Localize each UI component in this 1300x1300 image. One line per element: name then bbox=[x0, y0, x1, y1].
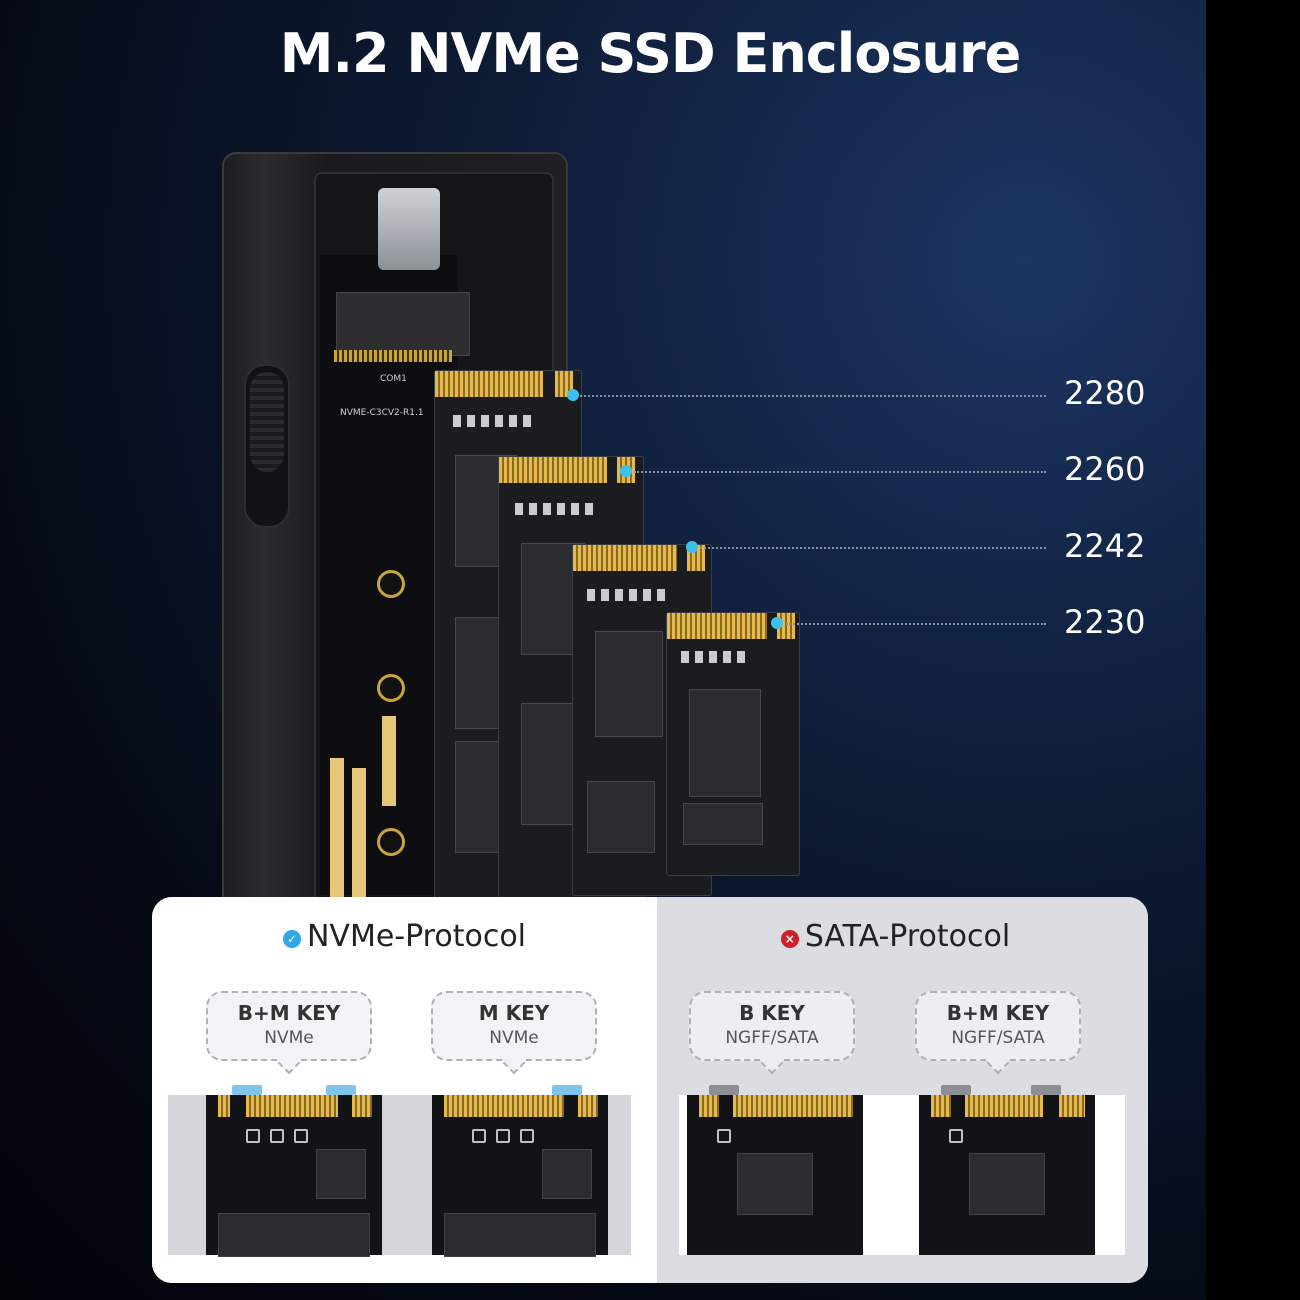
ssd-components bbox=[453, 415, 535, 427]
ssd-bm-key-sata bbox=[919, 1085, 1095, 1255]
sata-section: ×SATA-Protocol B KEY NGFF/SATA B+M KEY N… bbox=[657, 897, 1148, 1283]
screw-hole bbox=[377, 828, 405, 856]
ssd-chip bbox=[689, 689, 761, 797]
ssd-image-strip bbox=[168, 1085, 631, 1257]
latch-slider bbox=[244, 364, 290, 528]
ssd-chip bbox=[683, 803, 763, 845]
size-guide-line bbox=[786, 623, 1046, 625]
ssd-bm-key-nvme bbox=[206, 1085, 382, 1257]
latch-knob bbox=[250, 372, 284, 472]
size-label-2242: 2242 bbox=[1064, 527, 1146, 565]
size-label-2280: 2280 bbox=[1064, 374, 1146, 412]
key-protocol: NVMe bbox=[489, 1028, 539, 1048]
key-type: B+M KEY bbox=[237, 1001, 341, 1025]
size-marker-dot bbox=[771, 617, 783, 629]
key-protocol: NGFF/SATA bbox=[951, 1028, 1045, 1048]
key-bubble: B KEY NGFF/SATA bbox=[689, 991, 855, 1075]
board-label-model: NVME-C3CV2-R1.1 bbox=[340, 408, 424, 418]
usb-c-port bbox=[378, 188, 440, 270]
sata-protocol-title: ×SATA-Protocol bbox=[643, 919, 1148, 954]
key-type: B KEY bbox=[739, 1001, 805, 1025]
ssd-gold-contacts bbox=[499, 457, 607, 483]
size-marker-dot bbox=[620, 465, 632, 477]
thermal-strip bbox=[330, 758, 344, 898]
ssd-b-key-sata bbox=[687, 1085, 863, 1255]
ssd-2230 bbox=[666, 612, 800, 876]
size-marker-dot bbox=[686, 541, 698, 553]
thermal-strip bbox=[382, 716, 396, 806]
nvme-protocol-title: ✓NVMe-Protocol bbox=[152, 919, 657, 954]
m2-slot bbox=[336, 292, 470, 356]
check-circle-icon: ✓ bbox=[282, 930, 301, 948]
key-bubble: B+M KEY NGFF/SATA bbox=[915, 991, 1081, 1075]
ssd-m-key-nvme bbox=[432, 1085, 608, 1257]
page-title: M.2 NVMe SSD Enclosure bbox=[279, 22, 1022, 85]
ssd-gold-contacts bbox=[435, 371, 543, 397]
thermal-strip bbox=[352, 768, 366, 898]
size-guide-line bbox=[580, 395, 1046, 397]
key-protocol: NVMe bbox=[264, 1028, 314, 1048]
ssd-gold-contacts bbox=[573, 545, 677, 571]
screw-hole bbox=[377, 570, 405, 598]
x-circle-icon: × bbox=[780, 930, 799, 948]
ssd-components bbox=[515, 503, 597, 515]
ssd-gold-contacts bbox=[667, 613, 767, 639]
ssd-components bbox=[587, 589, 667, 601]
board-label-connector: COM1 bbox=[380, 374, 407, 384]
screw-hole bbox=[377, 674, 405, 702]
ssd-image-strip bbox=[679, 1085, 1125, 1255]
ssd-components bbox=[681, 651, 745, 663]
key-type: B+M KEY bbox=[946, 1001, 1050, 1025]
size-guide-line bbox=[634, 471, 1046, 473]
size-marker-dot bbox=[567, 389, 579, 401]
ssd-chip bbox=[587, 781, 655, 853]
key-type: M KEY bbox=[478, 1001, 550, 1025]
key-protocol: NGFF/SATA bbox=[725, 1028, 819, 1048]
m2-slot-pins bbox=[334, 350, 452, 362]
protocol-comparison-panel: ✓NVMe-Protocol B+M KEY NVMe M KEY NVMe bbox=[152, 897, 1148, 1283]
nvme-section: ✓NVMe-Protocol B+M KEY NVMe M KEY NVMe bbox=[152, 897, 657, 1283]
key-bubble: M KEY NVMe bbox=[431, 991, 597, 1075]
key-bubble: B+M KEY NVMe bbox=[206, 991, 372, 1075]
product-hero: M.2 NVMe SSD Enclosure COM1 NVME-C3CV2-R… bbox=[0, 0, 1206, 1300]
ssd-chip bbox=[595, 631, 663, 737]
size-guide-line bbox=[700, 547, 1046, 549]
size-label-2230: 2230 bbox=[1064, 603, 1146, 641]
size-label-2260: 2260 bbox=[1064, 450, 1146, 488]
